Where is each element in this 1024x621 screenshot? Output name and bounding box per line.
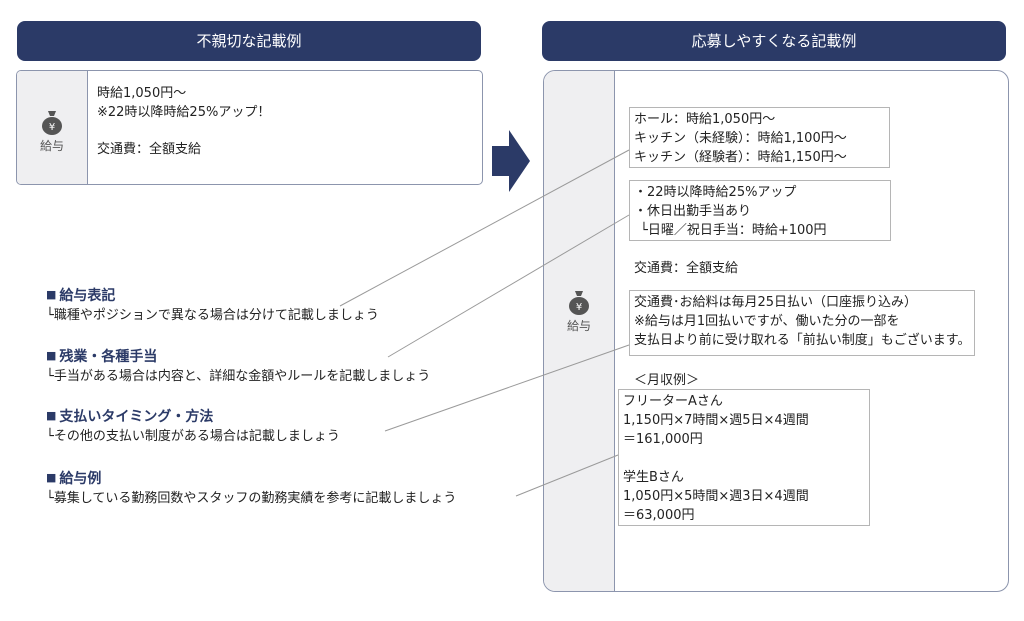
leader-line-allowance [387, 214, 630, 358]
svg-text:¥: ¥ [576, 302, 582, 313]
fare-text: 交通費：全額支給 [634, 261, 739, 276]
tip-text: └その他の支払い制度がある場合は記載しましょう [46, 429, 340, 444]
allowance-holiday: ・休日出勤手当あり [634, 204, 752, 219]
example-b-formula: 1,050円×5時間×週3日×4週間 [623, 489, 809, 504]
good-example-header: 応募しやすくなる記載例 [542, 21, 1006, 61]
tip-title: 給与表記 [59, 288, 116, 304]
example-b-total: ＝63,000円 [623, 508, 695, 523]
payment-line-2: ※給与は月1回払いですが、働いた分の一部を [634, 314, 900, 329]
allowance-box: ・22時以降時給25%アップ ・休日出勤手当あり └日曜／祝日手当：時給+100… [629, 180, 891, 241]
tip-wage-notation: ■給与表記 └職種やポジションで異なる場合は分けて記載しましょう [46, 288, 379, 323]
tip-title: 支払いタイミング・方法 [59, 409, 214, 425]
tip-text: └手当がある場合は内容と、詳細な金額やルールを記載しましょう [46, 369, 431, 384]
tip-salary-example: ■給与例 └募集している勤務回数やスタッフの勤務実績を参考に記載しましょう [46, 471, 457, 506]
monthly-example-box: フリーターAさん 1,150円×7時間×週5日×4週間 ＝161,000円 学生… [618, 389, 870, 526]
salary-label: 給与 [39, 139, 64, 153]
allowance-sunday: └日曜／祝日手当：時給+100円 [640, 223, 827, 238]
wage-hall: ホール：時給1,050円～ [634, 112, 776, 127]
salary-sidebar: ¥ 給与 [17, 71, 88, 184]
bad-line-night: ※22時以降時給25%アップ！ [97, 105, 271, 120]
salary-label-good: 給与 [566, 319, 591, 333]
money-bag-icon: ¥ [42, 111, 62, 135]
salary-sidebar-good: ¥ 給与 [544, 71, 615, 591]
bad-line-wage: 時給1,050円～ [97, 86, 187, 101]
bad-example-card: ¥ 給与 時給1,050円～ ※22時以降時給25%アップ！ 交通費：全額支給 [16, 70, 483, 185]
allowance-night: ・22時以降時給25%アップ [634, 185, 797, 200]
example-b-name: 学生Bさん [623, 470, 684, 485]
example-a-total: ＝161,000円 [623, 432, 703, 447]
example-a-name: フリーターAさん [623, 394, 723, 409]
money-bag-icon: ¥ [569, 291, 589, 315]
tip-text: └募集している勤務回数やスタッフの勤務実績を参考に記載しましょう [46, 491, 457, 506]
bad-line-fare: 交通費：全額支給 [97, 142, 202, 157]
leader-line-payment [384, 344, 630, 432]
example-a-formula: 1,150円×7時間×週5日×4週間 [623, 413, 809, 428]
tip-text: └職種やポジションで異なる場合は分けて記載しましょう [46, 308, 379, 323]
payment-line-1: 交通費･お給料は毎月25日払い（口座振り込み） [634, 295, 918, 310]
leader-line-wage [339, 149, 630, 307]
payment-line-3: 支払日より前に受け取れる「前払い制度」もございます。 [634, 333, 971, 348]
wage-kitchen-novice: キッチン（未経験）：時給1,100円～ [634, 131, 847, 146]
bad-example-header: 不親切な記載例 [17, 21, 481, 61]
monthly-example-title: ＜月収例＞ [634, 373, 700, 388]
payment-timing-box: 交通費･お給料は毎月25日払い（口座振り込み） ※給与は月1回払いですが、働いた… [629, 290, 975, 356]
tip-title: 給与例 [59, 471, 102, 487]
svg-text:¥: ¥ [49, 122, 55, 133]
tip-payment-timing: ■支払いタイミング・方法 └その他の支払い制度がある場合は記載しましょう [46, 409, 340, 444]
tip-title: 残業・各種手当 [59, 349, 158, 365]
leader-line-example [515, 454, 619, 497]
wage-kitchen-experienced: キッチン（経験者）：時給1,150円～ [634, 150, 847, 165]
tip-overtime-allowance: ■残業・各種手当 └手当がある場合は内容と、詳細な金額やルールを記載しましょう [46, 349, 431, 384]
wage-by-position-box: ホール：時給1,050円～ キッチン（未経験）：時給1,100円～ キッチン（経… [629, 107, 890, 168]
right-arrow-icon [492, 130, 530, 192]
bad-example-text: 時給1,050円～ ※22時以降時給25%アップ！ 交通費：全額支給 [97, 84, 270, 159]
